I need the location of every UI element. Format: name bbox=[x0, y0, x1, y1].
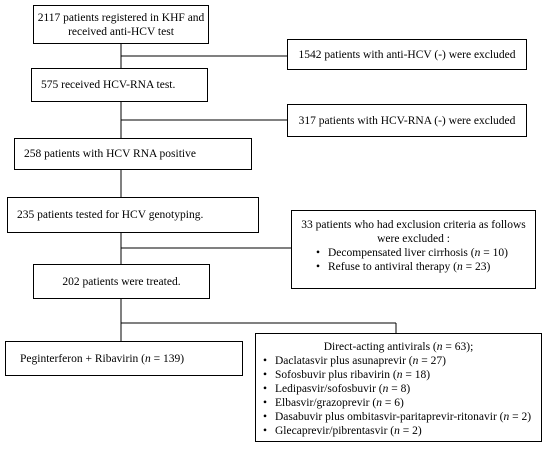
node-treated-text: 202 patients were treated. bbox=[62, 275, 181, 288]
node-genotyping-text: 235 patients tested for HCV genotyping. bbox=[17, 209, 204, 221]
node-rna-positive-text: 258 patients with HCV RNA positive bbox=[24, 148, 196, 160]
daa-regimen-item: Daclatasvir plus asunaprevir (n = 27) bbox=[261, 354, 541, 368]
node-registered-line1: 2117 patients registered in KHF and bbox=[37, 12, 205, 24]
node-hcv-rna-excluded: 317 patients with HCV-RNA (-) were exclu… bbox=[287, 104, 527, 137]
node-anti-hcv-excluded: 1542 patients with anti-HCV (-) were exc… bbox=[287, 39, 527, 70]
daa-title: Direct-acting antivirals (n = 63); bbox=[323, 341, 474, 353]
node-anti-hcv-excluded-text: 1542 patients with anti-HCV (-) were exc… bbox=[298, 48, 516, 61]
node-exclusion-criteria-line2: were excluded : bbox=[377, 233, 450, 245]
exclusion-criteria-item: Refuse to antiviral therapy (n = 23) bbox=[314, 260, 535, 274]
node-hcv-rna-excluded-text: 317 patients with HCV-RNA (-) were exclu… bbox=[298, 114, 516, 127]
daa-regimen-item: Dasabuvir plus ombitasvir-paritaprevir-r… bbox=[261, 410, 541, 424]
node-hcv-rna-test-text: 575 received HCV-RNA test. bbox=[41, 79, 176, 91]
node-direct-acting-antivirals: Direct-acting antivirals (n = 63); Dacla… bbox=[255, 333, 542, 442]
node-exclusion-criteria-line1: 33 patients who had exclusion criteria a… bbox=[301, 219, 526, 231]
daa-regimen-item: Glecaprevir/pibrentasvir (n = 2) bbox=[261, 424, 541, 438]
exclusion-criteria-item: Decompensated liver cirrhosis (n = 10) bbox=[314, 246, 535, 260]
node-registered: 2117 patients registered in KHF and rece… bbox=[33, 5, 209, 44]
node-registered-line2: received anti-HCV test bbox=[68, 26, 174, 38]
node-hcv-rna-test: 575 received HCV-RNA test. bbox=[31, 68, 208, 102]
daa-regimen-item: Sofosbuvir plus ribavirin (n = 18) bbox=[261, 368, 541, 382]
node-genotyping: 235 patients tested for HCV genotyping. bbox=[7, 197, 259, 233]
node-exclusion-criteria: 33 patients who had exclusion criteria a… bbox=[291, 210, 536, 289]
node-rna-positive: 258 patients with HCV RNA positive bbox=[14, 138, 252, 170]
node-treated: 202 patients were treated. bbox=[33, 264, 210, 299]
daa-regimen-item: Ledipasvir/sofosbuvir (n = 8) bbox=[261, 382, 541, 396]
node-peg-ribavirin: Peginterferon + Ribavirin (n = 139) bbox=[5, 341, 243, 376]
daa-regimen-list: Daclatasvir plus asunaprevir (n = 27) So… bbox=[261, 354, 541, 438]
daa-regimen-item: Elbasvir/grazoprevir (n = 6) bbox=[261, 396, 541, 410]
node-peg-ribavirin-text: Peginterferon + Ribavirin (n = 139) bbox=[20, 352, 185, 365]
exclusion-criteria-list: Decompensated liver cirrhosis (n = 10) R… bbox=[314, 246, 535, 274]
